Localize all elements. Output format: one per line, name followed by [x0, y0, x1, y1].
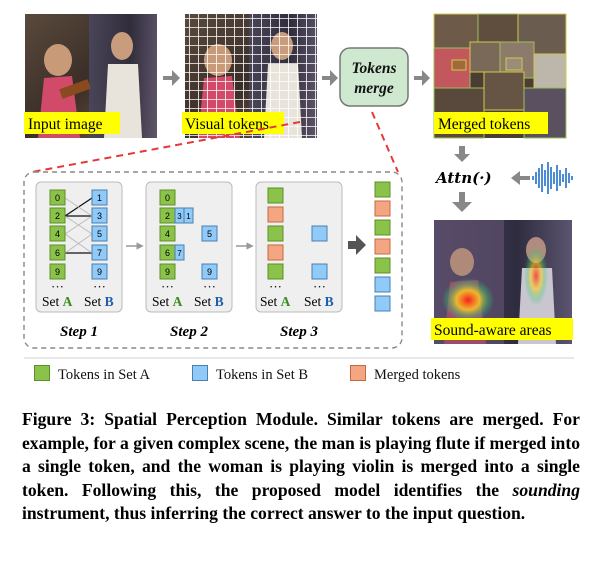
step1-title: Step 1: [60, 324, 98, 340]
arrow-left-audio: [511, 171, 530, 185]
s1-set-b-label: Set B: [84, 294, 114, 309]
s1-b-1: 3: [97, 211, 102, 221]
step3-panel: [255, 181, 343, 313]
figure-caption: Figure 3: Spatial Perception Module. Sim…: [22, 408, 580, 526]
visual-tokens-label-bg: [182, 112, 284, 134]
tokens-merge-label-2: merge: [354, 80, 394, 97]
arrow-right-1: [163, 70, 180, 86]
legend-swatch-set-b: [192, 365, 208, 381]
callout-line-left: [31, 121, 301, 173]
callout-line-right: [371, 111, 399, 173]
input-image: [25, 14, 157, 138]
s2-a-1: 2: [165, 211, 170, 221]
step2-panel: [145, 181, 233, 313]
input-image-label-bg: [24, 112, 120, 134]
s2-a-4: 9: [165, 267, 170, 277]
arrow-right-2: [322, 70, 338, 86]
s1-b-0: 1: [97, 193, 102, 203]
s3-ellipsis-b: ···: [313, 279, 326, 294]
s1-b-3: 7: [97, 248, 102, 258]
s1-a-4: 9: [55, 267, 60, 277]
s2-b-0: 5: [207, 229, 212, 239]
step1-panel: [35, 181, 123, 313]
s3-ellipsis-a: ···: [269, 279, 282, 294]
s1-a-0: 0: [55, 193, 60, 203]
input-image-label: Input image: [28, 116, 103, 133]
s2-a-0: 0: [165, 193, 170, 203]
legend-label-set-b: Tokens in Set B: [216, 367, 309, 383]
merged-tokens-label-bg: [434, 112, 548, 134]
merged-tokens-label: Merged tokens: [438, 116, 530, 133]
s1-a-2: 4: [55, 229, 60, 239]
arrow-down-1: [454, 146, 470, 162]
caption-emph: sounding: [512, 479, 580, 500]
legend-item-set-a: Tokens in Set A: [34, 365, 150, 384]
arrow-down-2: [452, 192, 472, 212]
tokens-merge-label-1: Tokens: [351, 60, 396, 77]
sound-aware-label: Sound-aware areas: [434, 322, 551, 339]
visual-tokens-label: Visual tokens: [185, 116, 269, 133]
output-token-column: [374, 181, 391, 312]
s2-a-2: 4: [165, 229, 170, 239]
legend-swatch-set-a: [34, 365, 50, 381]
s2-merged-1: 1: [186, 212, 191, 221]
arrow-right-3: [414, 70, 430, 86]
s1-ellipsis-a: ···: [51, 279, 64, 294]
attn-label: Attn(·): [434, 169, 492, 187]
diagram: Input image Visual tokens Tokens merge: [23, 13, 574, 359]
step2-title: Step 2: [170, 324, 208, 340]
s3-set-b-label: Set B: [304, 294, 334, 309]
s1-a-3: 6: [55, 248, 60, 258]
s3-set-a-label: Set A: [260, 294, 291, 309]
caption-lead: Figure 3: Spatial Perception Module. Sim…: [22, 409, 580, 500]
s2-set-a-label: Set A: [152, 294, 183, 309]
legend-item-set-b: Tokens in Set B: [192, 365, 308, 384]
s1-set-a-label: Set A: [42, 294, 73, 309]
s2-a-3: 6: [165, 248, 170, 258]
sound-aware-label-bg: [431, 318, 573, 340]
caption-tail: instrument, thus inferring the correct a…: [22, 503, 526, 523]
s2-ellipsis-a: ···: [161, 279, 174, 294]
legend-label-set-a: Tokens in Set A: [58, 367, 151, 383]
s1-ellipsis-b: ···: [93, 279, 106, 294]
legend-item-merged: Merged tokens: [350, 365, 460, 384]
s2-ellipsis-b: ···: [203, 279, 216, 294]
s1-b-2: 5: [97, 229, 102, 239]
s2-merged-0: 3: [177, 212, 182, 221]
step3-title: Step 3: [280, 324, 318, 340]
s1-a-1: 2: [55, 211, 60, 221]
s2-b-1: 9: [207, 267, 212, 277]
s2-set-b-label: Set B: [194, 294, 224, 309]
s2-merged-2: 7: [177, 249, 182, 258]
legend-swatch-merged: [350, 365, 366, 381]
legend-label-merged: Merged tokens: [374, 367, 461, 383]
audio-waveform: [532, 162, 573, 194]
s1-b-4: 9: [97, 267, 102, 277]
tokens-merge-box: [339, 47, 409, 107]
arrow-step3-out: [348, 235, 366, 255]
merge-detail-panel: [23, 171, 403, 349]
